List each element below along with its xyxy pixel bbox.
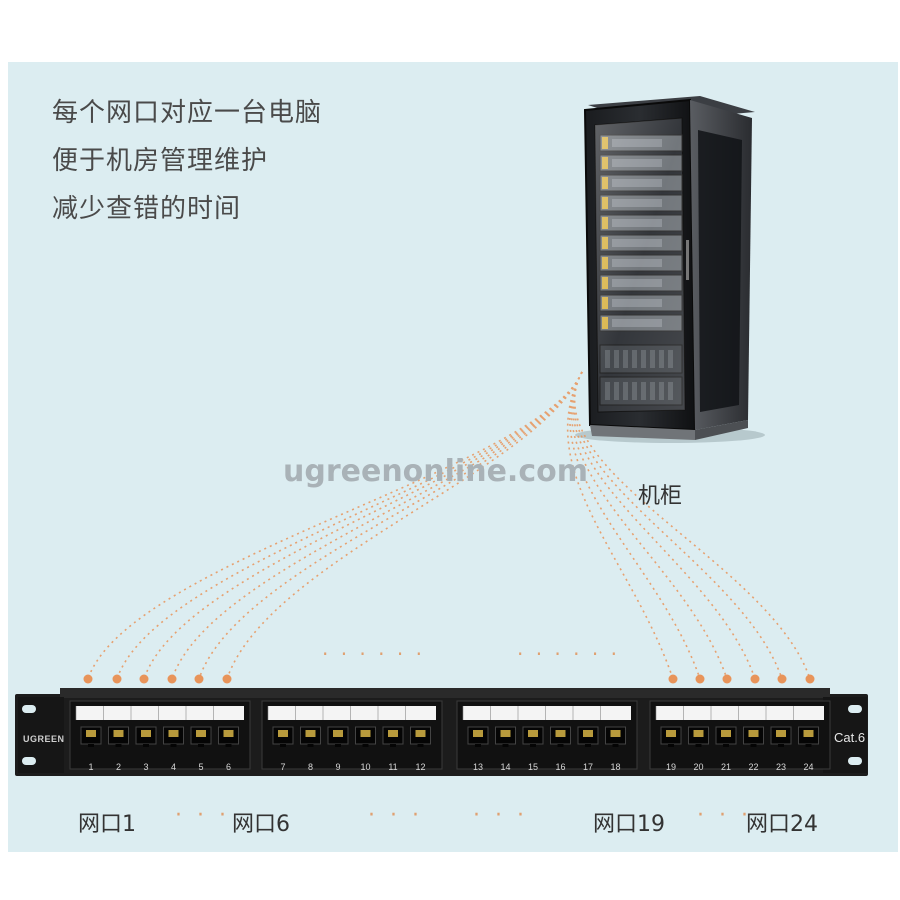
rj45-port[interactable] bbox=[410, 726, 431, 747]
rj45-port[interactable] bbox=[577, 726, 599, 747]
headline-line-3: 减少查错的时间 bbox=[52, 194, 242, 224]
port-number: 20 bbox=[693, 762, 704, 772]
cable-end-dot bbox=[695, 674, 705, 684]
network-cables bbox=[87, 371, 811, 680]
rj45-port[interactable] bbox=[355, 726, 376, 747]
rj45-port[interactable] bbox=[163, 726, 184, 747]
port-number: 17 bbox=[582, 762, 593, 772]
cable-end-dot bbox=[668, 674, 678, 684]
port-group bbox=[456, 700, 638, 770]
rj45-port[interactable] bbox=[190, 726, 212, 747]
port-number: 18 bbox=[610, 762, 621, 772]
cable-line bbox=[573, 371, 783, 680]
port-group bbox=[649, 700, 831, 770]
cable-end-dot bbox=[83, 674, 93, 684]
patch-panel bbox=[15, 688, 868, 776]
cable-end-dot bbox=[112, 674, 122, 684]
label-port-1: 网口1 bbox=[78, 812, 136, 837]
cable-end-dot bbox=[194, 674, 204, 684]
cable-line bbox=[171, 371, 583, 680]
rj45-port[interactable] bbox=[715, 726, 737, 747]
watermark: ugreenonline.com bbox=[283, 454, 588, 489]
port-number: 13 bbox=[472, 762, 483, 772]
rj45-port[interactable] bbox=[550, 726, 571, 747]
port-number: 8 bbox=[307, 762, 313, 772]
cable-end-dot bbox=[777, 674, 787, 684]
rj45-port[interactable] bbox=[798, 726, 819, 747]
port-number: 15 bbox=[527, 762, 538, 772]
port-number: 24 bbox=[803, 762, 814, 772]
rj45-port[interactable] bbox=[135, 726, 157, 747]
cable-line bbox=[226, 371, 583, 680]
rj45-port[interactable] bbox=[108, 726, 129, 747]
port-number: 12 bbox=[415, 762, 426, 772]
port-number: 1 bbox=[88, 762, 94, 772]
dots-separator-4: · · · bbox=[697, 803, 752, 828]
label-port-19: 网口19 bbox=[593, 812, 665, 837]
dots-separator-3: · · · bbox=[473, 803, 528, 828]
port-number: 9 bbox=[335, 762, 341, 772]
cable-end-dot bbox=[167, 674, 177, 684]
port-number: 19 bbox=[665, 762, 676, 772]
cable-end-dot bbox=[222, 674, 232, 684]
rj45-port[interactable] bbox=[495, 726, 516, 747]
port-group bbox=[69, 700, 251, 770]
port-number: 3 bbox=[143, 762, 149, 772]
port-number: 11 bbox=[388, 762, 398, 772]
cable-line bbox=[198, 371, 583, 680]
port-group bbox=[261, 700, 443, 770]
port-number: 4 bbox=[170, 762, 176, 772]
cable-end-dot bbox=[722, 674, 732, 684]
rj45-port[interactable] bbox=[382, 726, 404, 747]
middle-dots-left: · · · · · · bbox=[322, 642, 425, 666]
cable-end-dot bbox=[139, 674, 149, 684]
rj45-port[interactable] bbox=[327, 726, 349, 747]
port-number: 5 bbox=[198, 762, 204, 772]
port-number: 2 bbox=[115, 762, 121, 772]
port-number: 7 bbox=[280, 762, 286, 772]
brand-logo: UGREEN bbox=[23, 734, 65, 744]
port-number: 21 bbox=[720, 762, 731, 772]
cable-line bbox=[116, 371, 583, 680]
headline-line-1: 每个网口对应一台电脑 bbox=[52, 98, 323, 128]
rj45-port[interactable] bbox=[605, 726, 626, 747]
rj45-port[interactable] bbox=[80, 726, 102, 747]
category-label: Cat.6 bbox=[834, 730, 866, 745]
rj45-port[interactable] bbox=[743, 726, 764, 747]
port-number: 23 bbox=[775, 762, 786, 772]
rj45-port[interactable] bbox=[467, 726, 489, 747]
rj45-port[interactable] bbox=[522, 726, 544, 747]
rj45-port[interactable] bbox=[688, 726, 709, 747]
rj45-port[interactable] bbox=[300, 726, 321, 747]
cable-line bbox=[566, 371, 674, 680]
port-number: 10 bbox=[360, 762, 371, 772]
cabinet-label: 机柜 bbox=[638, 484, 683, 509]
port-number: 14 bbox=[500, 762, 511, 772]
middle-dots-right: · · · · · · bbox=[517, 642, 620, 666]
rj45-port[interactable] bbox=[770, 726, 792, 747]
cable-end-dot bbox=[805, 674, 815, 684]
label-port-6: 网口6 bbox=[232, 812, 290, 837]
dots-separator-2: · · · bbox=[368, 803, 423, 828]
dots-separator-1: · · · bbox=[175, 803, 230, 828]
port-number: 22 bbox=[748, 762, 759, 772]
rj45-port[interactable] bbox=[218, 726, 239, 747]
server-cabinet bbox=[575, 96, 765, 443]
cable-line bbox=[87, 371, 583, 680]
rj45-port[interactable] bbox=[272, 726, 294, 747]
cable-end-dot bbox=[750, 674, 760, 684]
cable-ends bbox=[83, 674, 815, 684]
cable-line bbox=[143, 371, 583, 680]
rj45-port[interactable] bbox=[660, 726, 682, 747]
headline-line-2: 便于机房管理维护 bbox=[52, 146, 269, 176]
port-number: 6 bbox=[225, 762, 231, 772]
label-port-24: 网口24 bbox=[746, 812, 818, 837]
port-number: 16 bbox=[555, 762, 566, 772]
